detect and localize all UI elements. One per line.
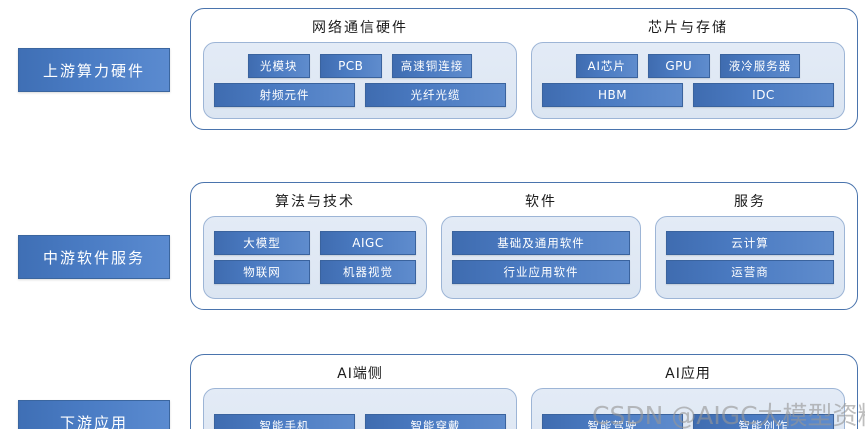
chip-item[interactable]: 基础及通用软件 — [452, 231, 630, 255]
chip-row: 射频元件 光纤光缆 — [214, 83, 506, 107]
group-panel: 智能手机 智能穿戴 — [203, 388, 517, 429]
chip-item[interactable]: 智能穿戴 — [365, 413, 506, 429]
chip-item[interactable]: 智能驾驶 — [542, 413, 683, 429]
group-panel: AI芯片 GPU 液冷服务器 HBM IDC — [531, 42, 845, 119]
chip-row: 基础及通用软件 — [452, 231, 630, 255]
chip-item[interactable]: GPU — [647, 54, 710, 78]
stage-label-downstream[interactable]: 下游应用 — [18, 400, 170, 429]
chip-item[interactable]: AI芯片 — [575, 54, 638, 78]
chip-item[interactable]: IDC — [693, 83, 834, 107]
chip-row: AI芯片 GPU 液冷服务器 — [542, 54, 834, 78]
chip-row: 云计算 — [666, 231, 834, 255]
group-title: 算法与技术 — [275, 194, 355, 210]
chip-item[interactable]: 光模块 — [247, 54, 310, 78]
group-panel: 光模块 PCB 高速铜连接 射频元件 光纤光缆 — [203, 42, 517, 119]
group-title: 芯片与存储 — [648, 20, 728, 36]
chip-row: HBM IDC — [542, 83, 834, 107]
chip-item[interactable]: 射频元件 — [214, 83, 355, 107]
chip-row: 行业应用软件 — [452, 260, 630, 284]
row-container-downstream: AI端侧 智能手机 智能穿戴 AI应用 智能驾驶 智能创作 — [190, 354, 858, 429]
chip-item[interactable]: 行业应用软件 — [452, 260, 630, 284]
group-network-hardware: 网络通信硬件 光模块 PCB 高速铜连接 射频元件 光纤光缆 — [203, 15, 517, 119]
panel-group-downstream: AI端侧 智能手机 智能穿戴 AI应用 智能驾驶 智能创作 — [191, 355, 857, 429]
chip-item[interactable]: 大模型 — [214, 231, 310, 255]
panel-group-upstream: 网络通信硬件 光模块 PCB 高速铜连接 射频元件 光纤光缆 芯片与存储 — [191, 9, 857, 129]
chip-row: 物联网 机器视觉 — [214, 260, 416, 284]
chip-item[interactable]: HBM — [542, 83, 683, 107]
group-services: 服务 云计算 运营商 — [655, 189, 845, 299]
group-panel: 基础及通用软件 行业应用软件 — [441, 216, 641, 299]
stage-label-midstream[interactable]: 中游软件服务 — [18, 235, 170, 279]
row-container-midstream: 算法与技术 大模型 AIGC 物联网 机器视觉 软件 基础及通用软件 — [190, 182, 858, 310]
group-ai-device: AI端侧 智能手机 智能穿戴 — [203, 361, 517, 429]
chip-row: 智能手机 智能穿戴 — [214, 413, 506, 429]
chip-item[interactable]: 智能创作 — [693, 413, 834, 429]
group-title: 软件 — [525, 194, 557, 210]
group-panel: 智能驾驶 智能创作 — [531, 388, 845, 429]
chip-row: 光模块 PCB 高速铜连接 — [214, 54, 506, 78]
chip-item[interactable]: 液冷服务器 — [719, 54, 801, 78]
chip-item[interactable]: 物联网 — [214, 260, 310, 284]
group-software: 软件 基础及通用软件 行业应用软件 — [441, 189, 641, 299]
group-title: 网络通信硬件 — [312, 20, 408, 36]
panel-group-midstream: 算法与技术 大模型 AIGC 物联网 机器视觉 软件 基础及通用软件 — [191, 183, 857, 309]
chip-item[interactable]: PCB — [319, 54, 382, 78]
stage-label-upstream[interactable]: 上游算力硬件 — [18, 48, 170, 92]
chip-item[interactable]: 高速铜连接 — [391, 54, 473, 78]
group-title: AI应用 — [665, 366, 711, 382]
chip-item[interactable]: 光纤光缆 — [365, 83, 506, 107]
group-title: AI端侧 — [337, 366, 383, 382]
group-algorithms-tech: 算法与技术 大模型 AIGC 物联网 机器视觉 — [203, 189, 427, 299]
chip-item[interactable]: 机器视觉 — [320, 260, 416, 284]
group-panel: 云计算 运营商 — [655, 216, 845, 299]
chip-item[interactable]: 云计算 — [666, 231, 834, 255]
chip-item[interactable]: AIGC — [320, 231, 416, 255]
chip-row: 智能驾驶 智能创作 — [542, 413, 834, 429]
group-ai-application: AI应用 智能驾驶 智能创作 — [531, 361, 845, 429]
chip-row: 大模型 AIGC — [214, 231, 416, 255]
group-panel: 大模型 AIGC 物联网 机器视觉 — [203, 216, 427, 299]
chip-item[interactable]: 智能手机 — [214, 413, 355, 429]
chip-item[interactable]: 运营商 — [666, 260, 834, 284]
group-title: 服务 — [734, 194, 766, 210]
group-chips-storage: 芯片与存储 AI芯片 GPU 液冷服务器 HBM IDC — [531, 15, 845, 119]
row-container-upstream: 网络通信硬件 光模块 PCB 高速铜连接 射频元件 光纤光缆 芯片与存储 — [190, 8, 858, 130]
chip-row: 运营商 — [666, 260, 834, 284]
